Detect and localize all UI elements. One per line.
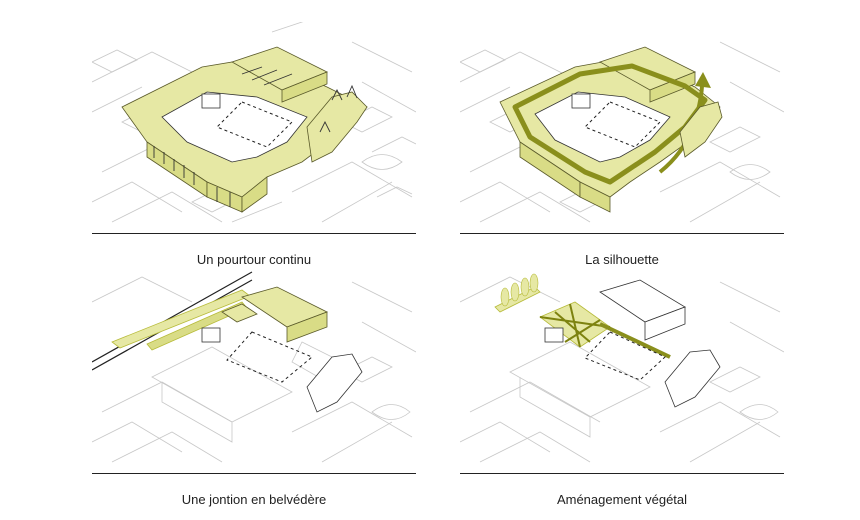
panel-jonction-belvedere: Une jontion en belvédère [92, 262, 416, 512]
panel-caption: Aménagement végétal [556, 492, 688, 507]
panel-silhouette: La silhouette [460, 22, 784, 272]
panel-caption: La silhouette [585, 252, 659, 267]
courtyard [161, 91, 308, 163]
panel-pourtour-continu: Un pourtour continu [92, 22, 416, 272]
arrow-head-icon [695, 72, 711, 88]
city-context [460, 276, 784, 463]
panel-caption: Un pourtour continu [196, 252, 312, 267]
courtyard-building [571, 93, 591, 109]
axonometric-diagram-silhouette [460, 41, 784, 223]
courtyard [534, 91, 671, 163]
vegetal-axis [599, 322, 671, 359]
silhouette-loop-route [512, 63, 708, 185]
courtyard-building [544, 327, 564, 343]
belvedere-walkway [111, 289, 251, 349]
caption-rule [92, 233, 416, 234]
axonometric-diagram-vegetal [460, 273, 784, 463]
panel-caption: Une jontion en belvédère [181, 492, 327, 507]
caption-rule [92, 473, 416, 474]
axonometric-diagram-belvedere [92, 271, 416, 463]
tree-row [494, 273, 541, 313]
courtyard-building [201, 93, 221, 109]
axonometric-diagram-pourtour [92, 22, 416, 223]
panel-amenagement-vegetal: Aménagement végétal [460, 262, 784, 512]
courtyard-building [201, 327, 221, 343]
vegetal-paths [539, 303, 611, 348]
caption-rule [460, 233, 784, 234]
caption-rule [460, 473, 784, 474]
footprint-dashed [226, 331, 313, 383]
